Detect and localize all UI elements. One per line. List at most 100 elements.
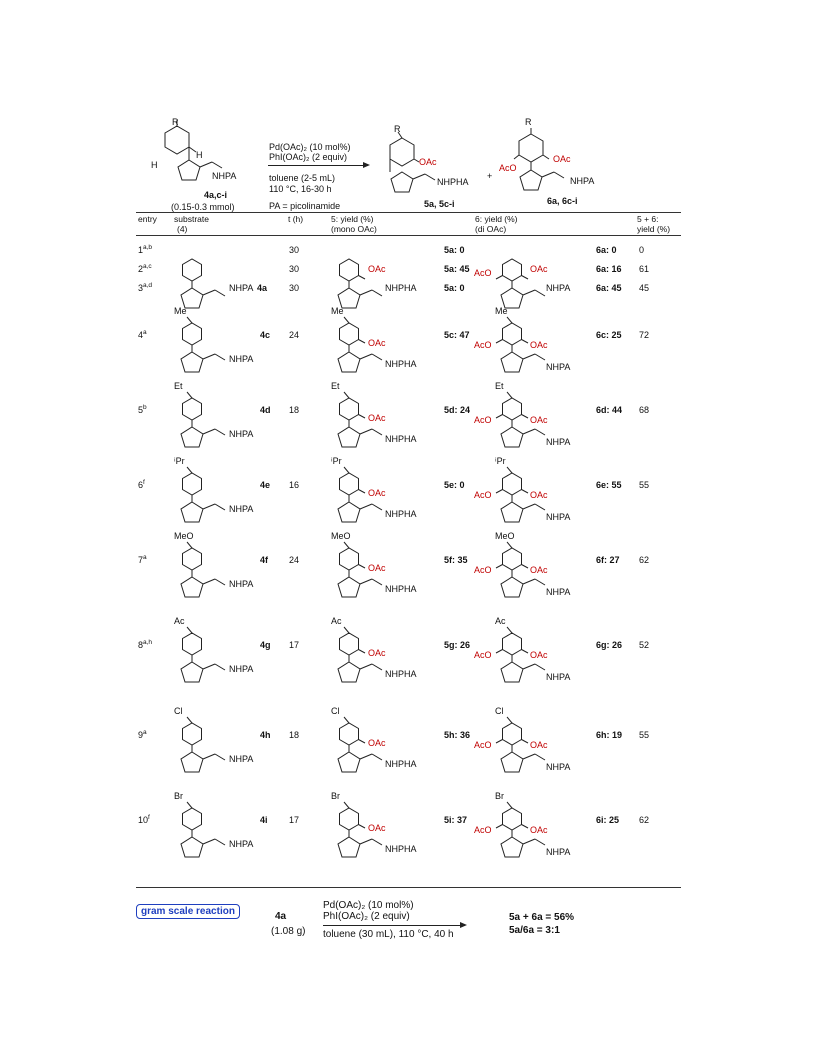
ring — [182, 322, 202, 346]
prod6-aco: AcO — [474, 650, 492, 660]
prod5-group: NHPHA — [385, 359, 417, 369]
prod5-oac: OAc — [419, 157, 437, 167]
prod5-group: NHPHA — [385, 509, 417, 519]
bond — [521, 339, 529, 344]
product-6-structure — [495, 391, 546, 448]
bond — [506, 716, 513, 724]
bond — [343, 391, 350, 399]
thiophene-ring — [500, 501, 524, 523]
product-5-structure — [337, 316, 383, 373]
time-cell: 30 — [289, 283, 300, 293]
bond — [202, 353, 216, 360]
bond — [202, 289, 216, 296]
bond — [343, 541, 350, 549]
time-cell: 30 — [289, 264, 300, 274]
sum-cell: 55 — [639, 480, 650, 490]
bond — [186, 716, 193, 724]
bond — [186, 541, 193, 549]
yield5-cell: 5h: 36 — [444, 730, 471, 740]
entry-footnote: a,b — [143, 244, 153, 251]
bond — [534, 503, 546, 511]
bond — [534, 578, 546, 586]
prod6-aco: AcO — [474, 490, 492, 500]
prod6-oac: OAc — [530, 650, 548, 660]
bond — [534, 353, 546, 361]
product-6-structure — [513, 128, 565, 191]
entry-footnote: a,c — [143, 263, 152, 270]
bond — [521, 739, 529, 744]
bond — [506, 541, 513, 549]
thiophene-ring — [337, 351, 361, 373]
substrate-structure — [180, 716, 226, 773]
prod6-r-label: Et — [495, 381, 504, 391]
gram-amount: (1.08 g) — [271, 926, 306, 937]
bond — [359, 289, 373, 296]
gram-reagent-1: Pd(OAc)₂ (10 mol%) — [323, 900, 414, 911]
bond — [186, 626, 193, 634]
bond — [495, 489, 503, 494]
gram-conditions: toluene (30 mL), 110 °C, 40 h — [323, 929, 454, 940]
yield5-cell: 5a: 45 — [444, 264, 470, 274]
prod6-group: NHPA — [546, 512, 571, 522]
reaction-arrow — [268, 162, 370, 168]
prod5-label: 5a, 5c-i — [424, 199, 455, 209]
gram-arrow — [323, 922, 467, 928]
thiophene-ring — [337, 287, 361, 309]
sum-cell: 55 — [639, 730, 650, 740]
entry-number: 10 — [138, 815, 149, 825]
time-cell: 30 — [289, 245, 300, 255]
yield6-cell: 6c: 25 — [596, 330, 622, 340]
entry-footnote: a — [143, 554, 147, 561]
prod5-oac: OAc — [368, 738, 386, 748]
substrate-structure — [180, 466, 226, 523]
prod6-aco: AcO — [474, 565, 492, 575]
entry-footnote: b — [143, 404, 147, 411]
product-5a-structure — [337, 258, 383, 309]
bond — [202, 503, 216, 510]
thiophene-ring — [500, 287, 524, 309]
bond — [214, 663, 226, 671]
ring — [502, 547, 522, 571]
prod5-oac: OAc — [368, 338, 386, 348]
substrate-group: NHPA — [229, 839, 254, 849]
gram-result-1: 5a + 6a = 56% — [509, 912, 575, 923]
gram-sub: 4a — [275, 911, 287, 922]
bond — [506, 391, 513, 399]
sum-cell: 45 — [639, 283, 650, 293]
thiophene-ring — [500, 426, 524, 448]
bond — [506, 466, 513, 474]
prod6-aco: AcO — [474, 340, 492, 350]
ring — [182, 722, 202, 746]
bond — [359, 663, 373, 670]
pa-footnote: PA = picolinamide — [269, 201, 341, 211]
substrate-group: NHPA — [229, 664, 254, 674]
entry-cell: 4a — [138, 329, 147, 340]
prod6-group: NHPA — [546, 437, 571, 447]
prod5a-oac: OAc — [368, 264, 386, 274]
prod6-group: NHPA — [546, 672, 571, 682]
product-6-structure — [495, 466, 546, 523]
prod5-r-label: Me — [331, 306, 344, 316]
entry-cell: 6f — [138, 479, 145, 490]
prod6-group: NHPA — [546, 762, 571, 772]
prod6-oac: OAc — [530, 340, 548, 350]
entry-footnote: a,d — [143, 282, 153, 289]
substrate-group: NHPA — [229, 579, 254, 589]
prod5-group: NHPHA — [385, 844, 417, 854]
gram-scale-badge: gram scale reaction — [136, 904, 240, 919]
product-6a-structure — [495, 258, 546, 309]
prod6-r-label: MeO — [495, 531, 515, 541]
bond — [214, 503, 226, 511]
prod5-r-label: Et — [331, 381, 340, 391]
thiophene-ring — [500, 751, 524, 773]
prod5-r-label: Br — [331, 791, 340, 801]
prod6-oac: OAc — [530, 490, 548, 500]
entry-cell: 2a,c — [138, 263, 152, 274]
yield6-cell: 6i: 25 — [596, 815, 620, 825]
yield5-cell: 5c: 47 — [444, 330, 470, 340]
substrate-r-label: Me — [174, 306, 187, 316]
sum-cell: 62 — [639, 815, 650, 825]
product-6-structure — [495, 316, 546, 373]
bond — [186, 316, 193, 324]
hdr-sum-sub: yield (%) — [637, 224, 671, 234]
